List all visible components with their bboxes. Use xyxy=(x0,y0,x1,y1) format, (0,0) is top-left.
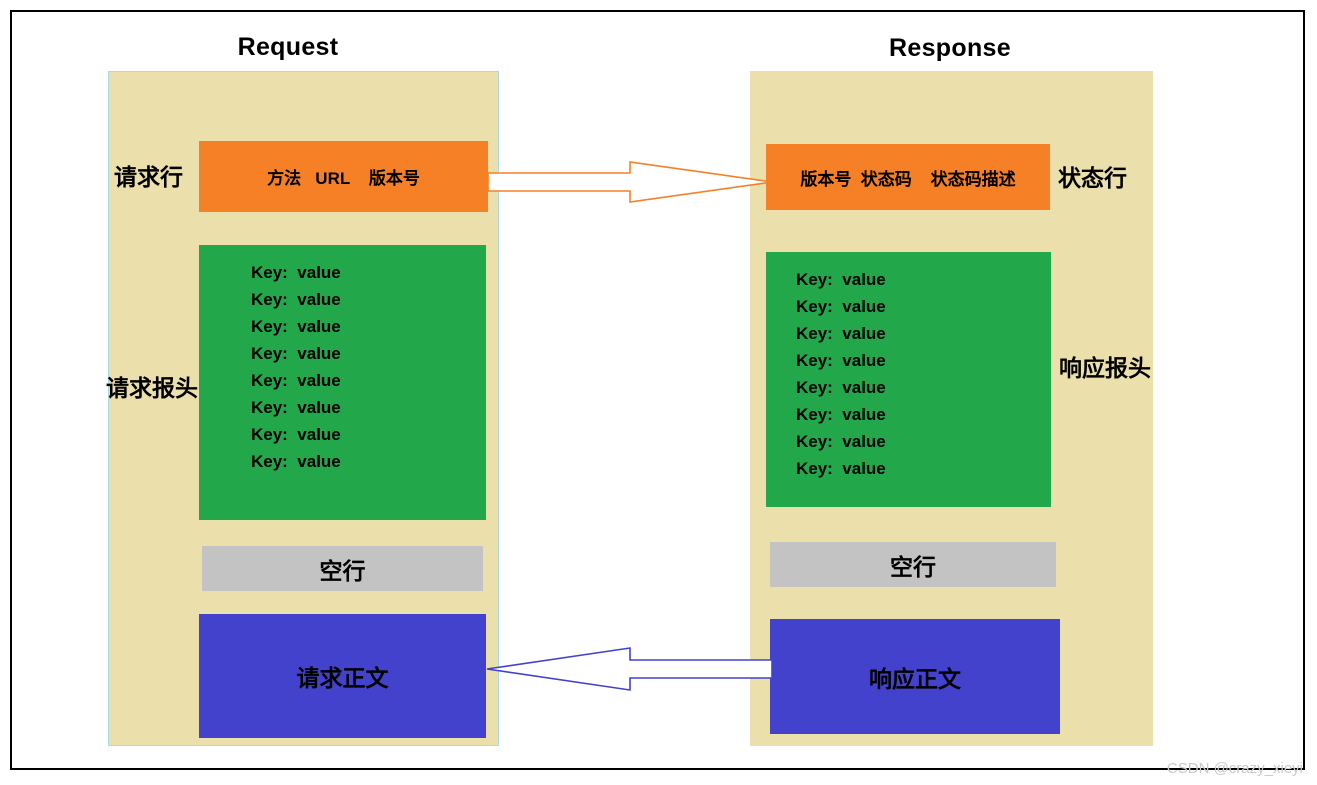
request-body-block: 请求正文 xyxy=(199,614,486,738)
header-line: Key: value xyxy=(796,432,886,451)
header-line: Key: value xyxy=(796,459,886,478)
response-status-line-block: 版本号 状态码 状态码描述 xyxy=(766,144,1050,210)
response-body-block: 响应正文 xyxy=(770,619,1060,734)
response-blank-line-text: 空行 xyxy=(890,553,936,580)
request-to-response-arrow xyxy=(487,161,773,203)
watermark-text: CSDN @crazy_xieyi xyxy=(1166,760,1303,777)
request-headers-label: 请求报头 xyxy=(106,375,198,401)
outer-frame xyxy=(10,10,1305,770)
response-status-line-label: 状态行 xyxy=(1058,165,1127,191)
request-blank-line-block: 空行 xyxy=(202,546,483,591)
request-start-line-label: 请求行 xyxy=(114,164,183,190)
header-line: Key: value xyxy=(796,324,886,343)
response-column-title: Response xyxy=(889,34,1011,62)
response-body-text: 响应正文 xyxy=(869,665,961,692)
request-column-title: Request xyxy=(237,33,339,61)
response-headers-block: Key: value Key: value Key: value Key: va… xyxy=(766,252,1051,507)
header-line: Key: value xyxy=(796,378,886,397)
header-line: Key: value xyxy=(251,344,341,363)
header-line: Key: value xyxy=(251,317,341,336)
response-status-line-text: 版本号 状态码 状态码描述 xyxy=(800,169,1016,189)
header-line: Key: value xyxy=(251,263,341,282)
request-blank-line-text: 空行 xyxy=(319,557,366,584)
request-start-line-text: 方法 URL 版本号 xyxy=(267,169,420,188)
response-to-request-arrow xyxy=(486,647,773,691)
header-line: Key: value xyxy=(251,290,341,309)
request-headers-block: Key: value Key: value Key: value Key: va… xyxy=(199,245,486,520)
header-line: Key: value xyxy=(796,270,886,289)
request-body-text: 请求正文 xyxy=(296,665,389,691)
header-line: Key: value xyxy=(251,425,341,444)
header-line: Key: value xyxy=(251,398,341,417)
response-blank-line-block: 空行 xyxy=(770,542,1056,587)
request-start-line-block: 方法 URL 版本号 xyxy=(199,141,488,212)
header-line: Key: value xyxy=(796,351,886,370)
header-line: Key: value xyxy=(251,371,341,390)
header-line: Key: value xyxy=(251,452,341,471)
header-line: Key: value xyxy=(796,297,886,316)
response-headers-label: 响应报头 xyxy=(1059,355,1151,381)
header-line: Key: value xyxy=(796,405,886,424)
